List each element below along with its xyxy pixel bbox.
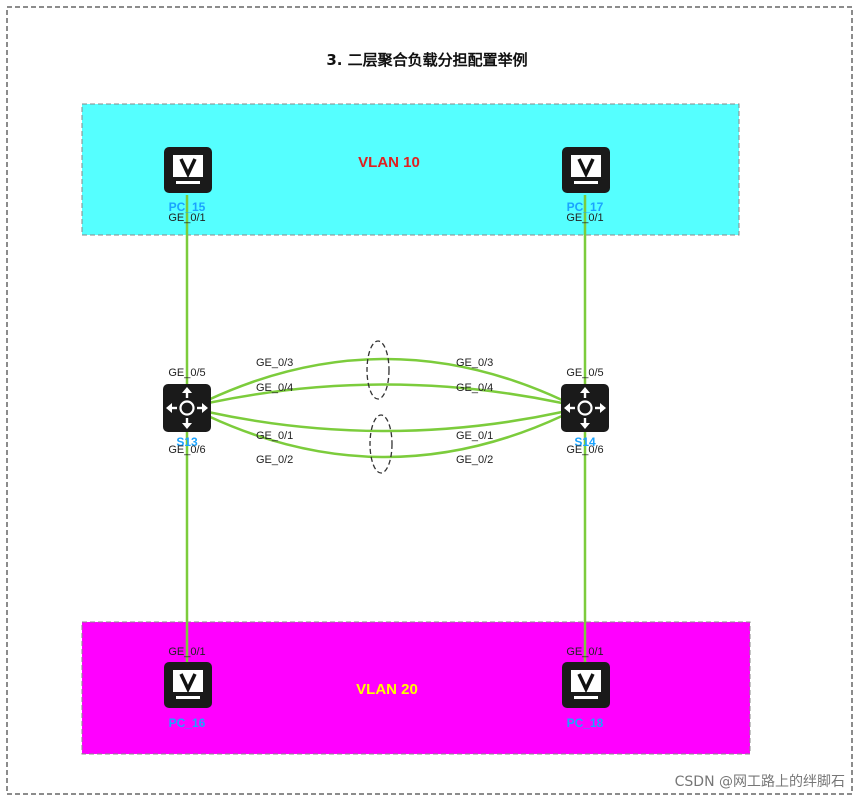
pc15-label: PC_15 — [169, 200, 206, 214]
pc15-node[interactable]: PC_15 GE_0/1 — [162, 145, 214, 224]
monitor-icon — [560, 660, 612, 710]
aggregation-group-2-ellipse — [369, 414, 393, 474]
s13-label: S13 — [176, 435, 198, 449]
monitor-icon — [162, 660, 214, 710]
vlan10-label: VLAN 10 — [358, 154, 420, 171]
pc18-port-label: GE_0/1 — [566, 646, 603, 658]
monitor-icon — [560, 145, 612, 195]
s13-node[interactable]: GE_0/5 S13 GE_0/6 — [161, 367, 213, 456]
agg-link-ge03 — [207, 357, 563, 402]
s13-port-ge05-label: GE_0/5 — [168, 367, 205, 379]
s14-port-ge05-label: GE_0/5 — [566, 367, 603, 379]
s14-port-ge03-label: GE_0/3 — [456, 357, 493, 369]
switch-icon — [161, 382, 213, 434]
pc16-port-label: GE_0/1 — [168, 646, 205, 658]
monitor-icon — [162, 145, 214, 195]
pc16-node[interactable]: GE_0/1 PC_16 — [162, 646, 214, 730]
s14-node[interactable]: GE_0/5 S14 GE_0/6 — [559, 367, 611, 456]
s13-port-ge02-label: GE_0/2 — [256, 454, 293, 466]
s13-port-ge01-label: GE_0/1 — [256, 430, 293, 442]
s14-port-ge04-label: GE_0/4 — [456, 382, 493, 394]
pc16-label: PC_16 — [169, 716, 206, 730]
s14-port-ge01-label: GE_0/1 — [456, 430, 493, 442]
pc17-label: PC_17 — [567, 200, 604, 214]
s14-port-ge06-label: GE_0/6 — [566, 444, 603, 456]
switch-icon — [559, 382, 611, 434]
s13-port-ge04-label: GE_0/4 — [256, 382, 293, 394]
s14-port-ge02-label: GE_0/2 — [456, 454, 493, 466]
s14-label: S14 — [574, 435, 596, 449]
s13-port-ge03-label: GE_0/3 — [256, 357, 293, 369]
pc17-port-label: GE_0/1 — [566, 212, 603, 224]
agg-link-ge02 — [207, 414, 563, 459]
s13-port-ge06-label: GE_0/6 — [168, 444, 205, 456]
pc17-node[interactable]: PC_17 GE_0/1 — [560, 145, 612, 224]
pc18-node[interactable]: GE_0/1 PC_18 — [560, 646, 612, 730]
diagram-title: 3. 二层聚合负载分担配置举例 — [326, 51, 527, 69]
agg-link-ge01 — [207, 410, 563, 433]
pc15-port-label: GE_0/1 — [168, 212, 205, 224]
watermark-text: CSDN @网工路上的绊脚石 — [675, 774, 845, 790]
agg-link-ge04 — [207, 383, 563, 405]
vlan20-label: VLAN 20 — [356, 681, 418, 698]
aggregation-group-1-ellipse — [366, 340, 390, 400]
pc18-label: PC_18 — [567, 716, 604, 730]
